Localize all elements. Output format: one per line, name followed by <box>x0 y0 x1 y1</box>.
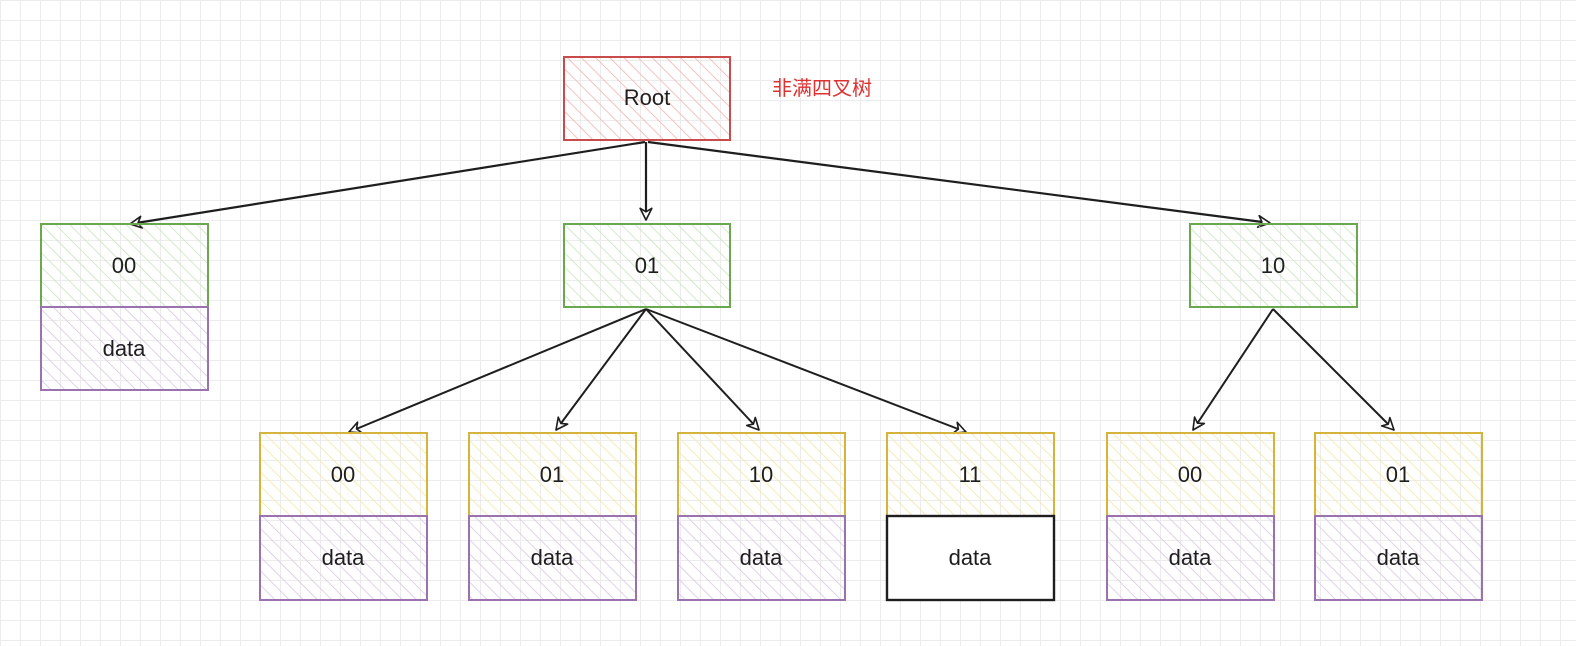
edge-l1-01-l2-10 <box>645 308 760 431</box>
l2-node-01-01-data: data <box>531 545 575 570</box>
root-node: Root <box>563 56 731 141</box>
l1-node-00-key: 00 <box>112 253 136 278</box>
edge-l1-01-l2-11 <box>645 308 967 435</box>
l2-node-01-10-key: 10 <box>749 462 773 487</box>
l2-node-01-11: 11 data <box>885 432 1056 602</box>
edge-l1-10-l2-01 <box>1272 308 1395 431</box>
diagram-caption: 非满四叉树 <box>772 76 872 100</box>
l2-node-01-10-data: data <box>740 545 784 570</box>
edge-root-l1-00 <box>129 140 646 229</box>
l2-node-01-00-key: 00 <box>331 462 355 487</box>
l2-node-10-00-key: 00 <box>1178 462 1202 487</box>
l1-node-01-key: 01 <box>635 253 659 278</box>
l1-node-01: 01 <box>563 223 731 308</box>
edge-l1-01-l2-01 <box>555 308 647 431</box>
l2-node-01-01-key: 01 <box>540 462 564 487</box>
l2-node-10-01: 01 data <box>1314 432 1483 601</box>
l1-node-10: 10 <box>1189 223 1358 308</box>
l1-node-00: 00 data <box>40 223 209 391</box>
l2-node-01-11-data: data <box>949 545 993 570</box>
root-node-label: Root <box>624 85 670 110</box>
l2-node-10-01-key: 01 <box>1386 462 1410 487</box>
l1-node-10-key: 10 <box>1261 253 1285 278</box>
l2-node-01-10: 10 data <box>677 432 846 601</box>
edge-root-l1-10 <box>647 140 1271 229</box>
l1-node-00-data: data <box>103 336 147 361</box>
l2-node-01-11-key: 11 <box>959 462 982 487</box>
edge-l1-10-l2-00 <box>1192 308 1274 431</box>
l2-node-01-00-data: data <box>322 545 366 570</box>
l2-node-10-01-data: data <box>1377 545 1421 570</box>
l2-node-01-00: 00 data <box>259 432 428 601</box>
l2-node-01-01: 01 data <box>468 432 637 601</box>
l2-node-10-00: 00 data <box>1106 432 1275 601</box>
edge-l1-01-l2-00 <box>348 308 647 434</box>
l2-node-10-00-data: data <box>1169 545 1213 570</box>
